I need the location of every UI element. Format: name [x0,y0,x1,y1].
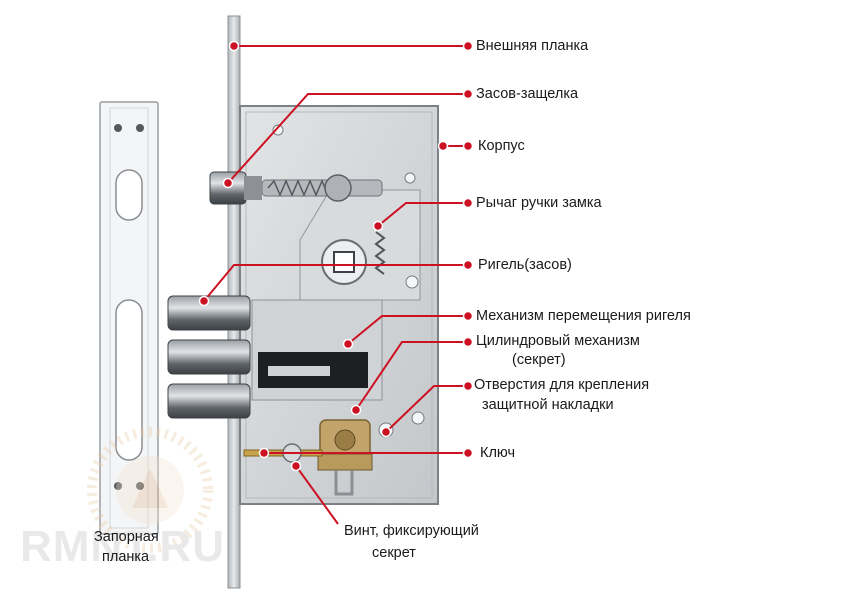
label-bolt-mechanism: Механизм перемещения ригеля [476,308,691,324]
label-strike-line2: планка [102,549,150,565]
label-handle-lever: Рычаг ручки замка [476,195,602,211]
lock-body [239,105,439,505]
label-cylinder-line2: (секрет) [512,352,566,368]
label-strike-line1: Запорная [94,529,159,545]
label-latch-bolt: Засов-защелка [476,86,579,102]
dot-body [437,140,449,152]
label-body: Корпус [478,138,525,154]
strike-plate [99,101,159,535]
watermark-logo [87,427,213,553]
dot-bolt-mechanism [342,338,354,350]
label-deadbolt: Ригель(засов) [478,257,572,273]
label-screw-line2: секрет [372,545,416,561]
dot-deadbolt [198,295,210,307]
dot-outer-plate [228,40,240,52]
label-outer-plate: Внешняя планка [476,38,589,54]
latch-bolt [209,171,262,205]
label-screw-line1: Винт, фиксирующий [344,523,479,539]
dot-key [258,447,270,459]
dot-holes [380,426,392,438]
dot-latch-bolt [222,177,234,189]
pointer-dots [198,40,474,472]
pointer-lines [203,45,468,525]
watermark-text: RMNT.RU [20,522,225,571]
label-holes-line1: Отверстия для крепления [474,377,650,393]
label-cylinder-line1: Цилиндровый механизм [476,333,640,349]
dot-handle-lever [372,220,384,232]
dot-screw [290,460,302,472]
label-holes-line2: защитной накладки [482,397,614,413]
label-key: Ключ [480,445,516,461]
deadbolts [167,295,251,419]
dot-cylinder [350,404,362,416]
